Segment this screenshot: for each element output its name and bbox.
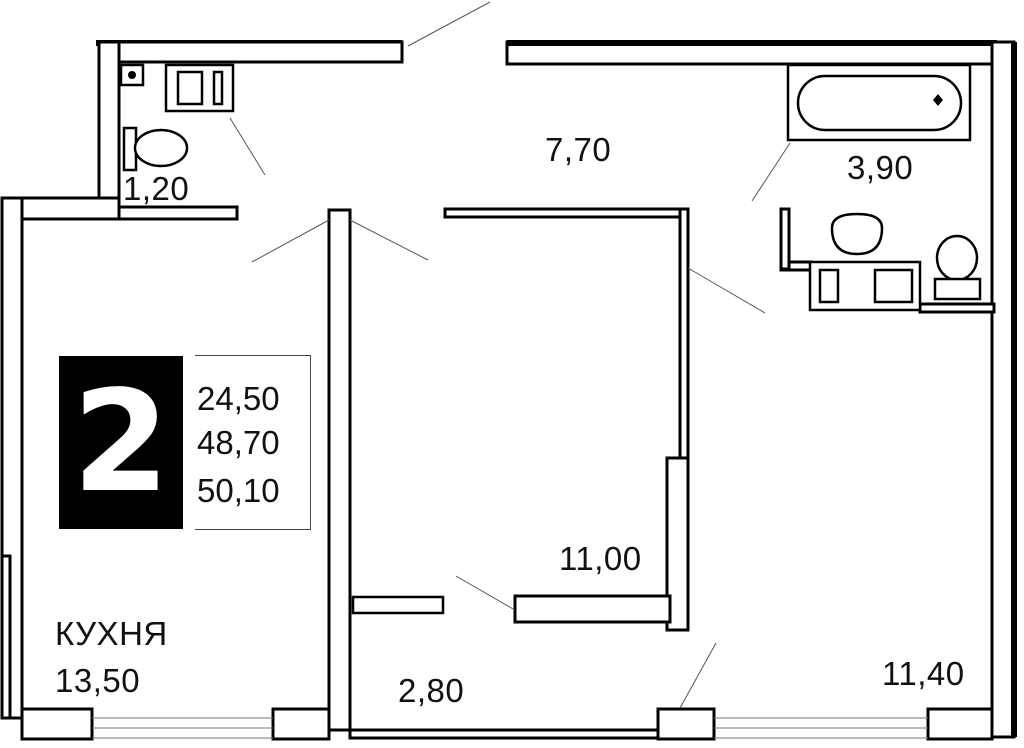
- wall-bath-lower-right: [918, 302, 996, 314]
- bath-toilet-icon: [935, 234, 979, 282]
- wall-wc-left: [97, 40, 121, 221]
- door-bathroom: [751, 142, 791, 202]
- wc-toilet-icon: [133, 128, 189, 168]
- door-wc: [229, 117, 266, 176]
- wall-bottom-2: [271, 707, 331, 741]
- wall-kitchen-corridor: [327, 208, 352, 732]
- wall-right: [990, 40, 1016, 739]
- door-entrance: [407, 1, 491, 47]
- room-hall-area: 7,70: [545, 131, 612, 168]
- wall-bedroom-top: [443, 207, 690, 219]
- wc-toilet-tank-icon: [122, 126, 138, 172]
- door-bedroom: [687, 267, 766, 314]
- door-kitchen: [251, 219, 330, 263]
- fixtures: [119, 63, 982, 615]
- walls: [0, 40, 1017, 741]
- room-corridor-area: 2,80: [398, 672, 465, 709]
- wall-left-notch: [0, 554, 12, 720]
- areas-box: [195, 355, 311, 530]
- wall-bottom-3: [656, 707, 716, 741]
- room-wc-area: 1,20: [123, 170, 190, 207]
- wall-bottom-corridor: [348, 728, 660, 740]
- door-living: [679, 642, 717, 709]
- room-bedroom-area: 11,00: [559, 540, 642, 577]
- door-swings: [229, 1, 791, 709]
- corridor-rail-icon: [351, 595, 445, 615]
- room-kitchen-area: 13,50: [55, 662, 141, 699]
- room-living-area: 11,40: [882, 655, 965, 692]
- room-bathroom-area: 3,90: [847, 149, 914, 186]
- wall-bottom-4: [926, 707, 994, 741]
- bath-sink-icon: [830, 212, 884, 256]
- wall-right-solid: [1011, 42, 1017, 737]
- windows: [92, 717, 928, 739]
- area-living-total: 24,50: [197, 380, 280, 417]
- rooms-count-badge: 2: [59, 356, 183, 529]
- wall-bedroom-right-upper: [678, 207, 690, 466]
- wall-top-left-outline: [97, 40, 404, 64]
- area-total: 48,70: [197, 424, 280, 461]
- wall-bottom-1: [20, 707, 94, 741]
- wall-bedroom-bottom: [513, 594, 672, 624]
- wall-bath-left-stub: [779, 207, 791, 271]
- area-total-with-balcony: 50,10: [197, 472, 280, 509]
- door-bedroom-lower: [455, 575, 514, 610]
- door-corridor: [349, 219, 429, 261]
- room-kitchen-name: КУХНЯ: [55, 615, 168, 652]
- wall-bedroom-right-lower: [665, 456, 690, 632]
- wall-top-right-solid: [507, 40, 997, 46]
